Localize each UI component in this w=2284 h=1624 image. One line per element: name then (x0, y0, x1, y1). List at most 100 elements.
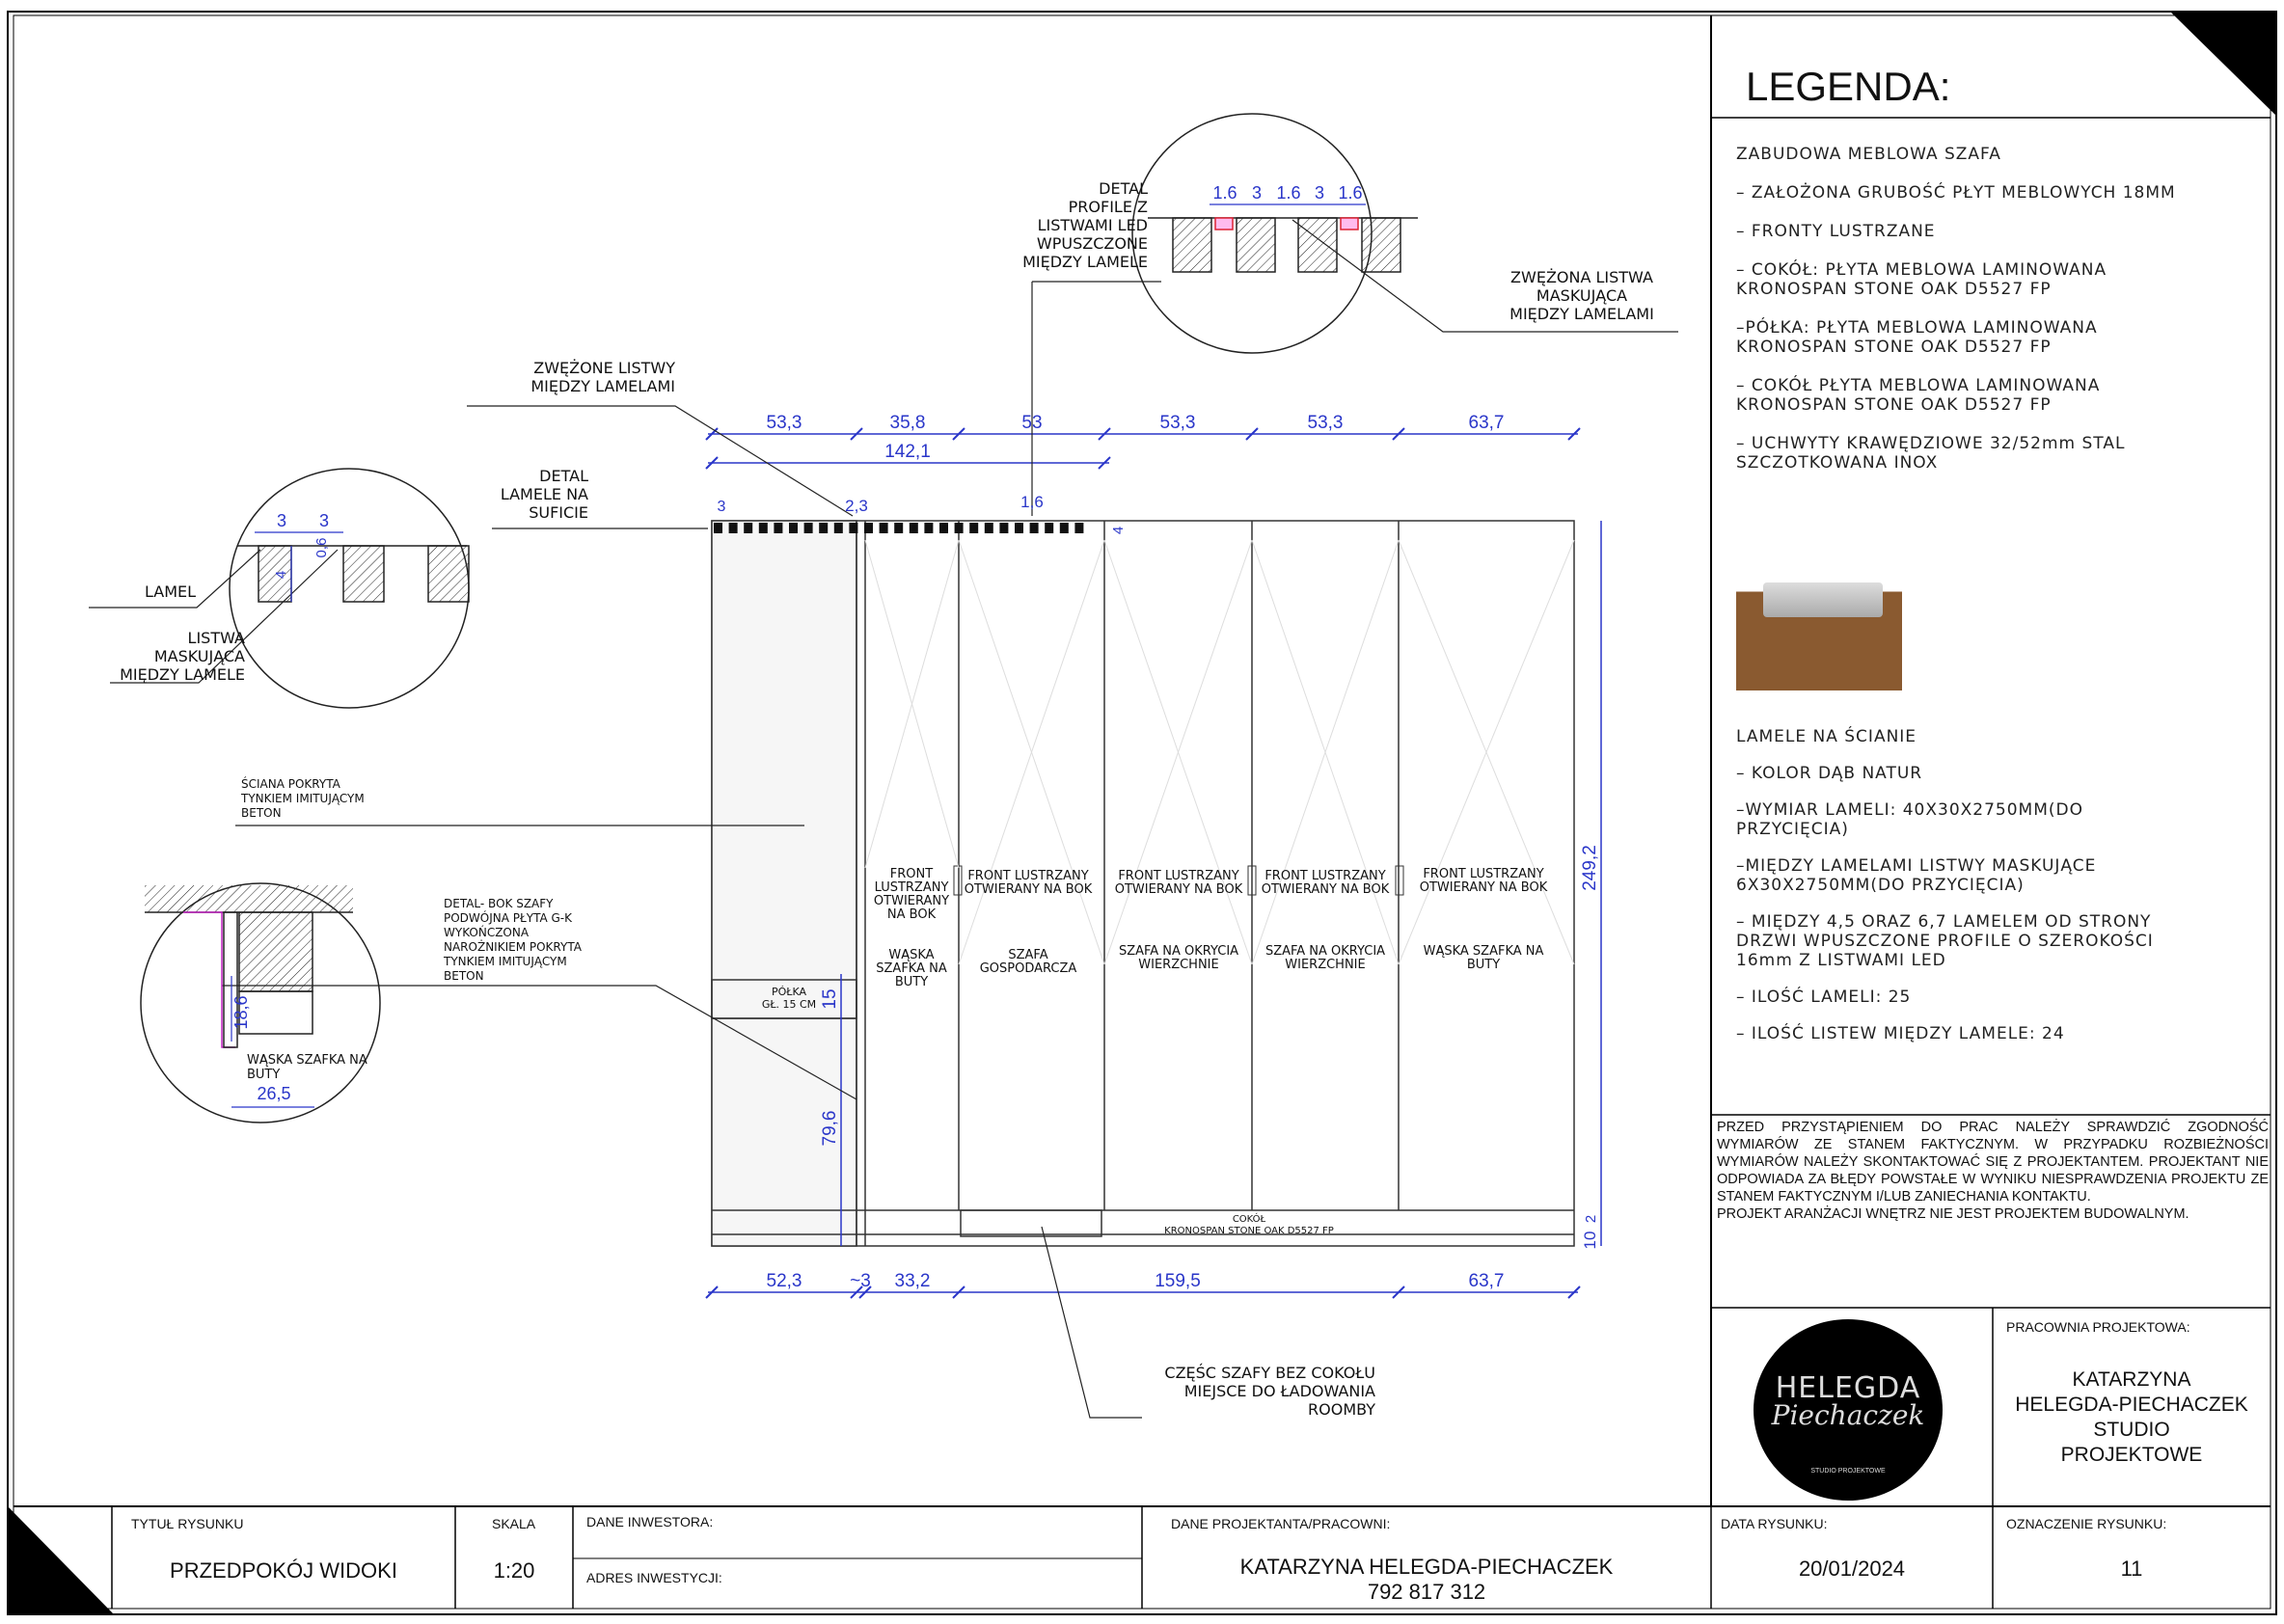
dimension-label: 1.6 (1212, 183, 1237, 203)
legend-item: – COKÓŁ PŁYTA MEBLOWA LAMINOWANA KRONOSP… (1736, 376, 2101, 415)
sheet-border (7, 11, 2277, 1615)
detail-circle-led (1131, 113, 1418, 354)
designer-phone: 792 817 312 (1367, 1580, 1486, 1604)
logo-line2: Piechaczek (1771, 1399, 1925, 1431)
dimension-label: 2 (1583, 1215, 1599, 1223)
lamel (984, 523, 993, 533)
dimension-tick (1098, 427, 1111, 441)
lamel (803, 523, 813, 533)
wardrobe-elevation (711, 520, 1575, 1247)
dimension-tick (850, 1286, 863, 1299)
dimension-tick (1245, 427, 1259, 441)
dimension-label: 159,5 (1155, 1271, 1201, 1291)
dimension-tick (850, 427, 863, 441)
dimension-tick (858, 1286, 872, 1299)
corner-mark-bottom (8, 1506, 114, 1614)
plinth-label: COKÓŁ KRONOSPAN STONE OAK D5527 FP (1164, 1214, 1334, 1236)
date-value: 20/01/2024 (1798, 1556, 1906, 1581)
dimension-label: 4 (1110, 527, 1127, 534)
logo-small: STUDIO PROJEKTOWE (1810, 1468, 1886, 1475)
legend-item: –PÓŁKA: PŁYTA MEBLOWA LAMINOWANA KRONOSP… (1736, 318, 2098, 357)
lamele-item: – MIĘDZY 4,5 ORAZ 6,7 LAMELEM OD STRONY … (1736, 912, 2154, 970)
lamel (1045, 523, 1054, 533)
dimension-label: 53 (1021, 413, 1042, 433)
dimension-label: 1.6 (1338, 183, 1362, 203)
sheet-label: OZNACZENIE RYSUNKU: (2006, 1516, 2167, 1531)
dimension-tick (1392, 427, 1405, 441)
designer-name: KATARZYNA HELEGDA-PIECHACZEK (1239, 1555, 1614, 1579)
logo-line1: HELEGDA (1775, 1371, 1921, 1405)
lamel (924, 523, 934, 533)
lamel (939, 523, 948, 533)
legend-item: – FRONTY LUSTRZANE (1736, 222, 1936, 241)
dimension-label: 53,3 (1308, 413, 1344, 433)
leader-lines (89, 219, 1678, 1419)
dimension-label: 35,8 (890, 413, 926, 433)
dimension-label: 249,2 (1580, 845, 1600, 891)
dimension-tick (705, 456, 719, 470)
callout-zwezona-listwa: ZWĘŻONA LISTWA MASKUJĄCA MIĘDZY LAMELAMI (1509, 268, 1654, 323)
title-label: TYTUŁ RYSUNKU (131, 1516, 244, 1531)
dimension-label: 3 (1252, 183, 1262, 203)
address-label: ADRES INWESTYCJI: (586, 1570, 722, 1585)
dimension-label: 3 (277, 511, 286, 530)
dimension-tick (952, 427, 965, 441)
callout-roomba: CZĘŚC SZAFY BEZ COKOŁU MIEJSCE DO ŁADOWA… (1164, 1364, 1375, 1419)
dimension-label: 26,5 (257, 1084, 290, 1103)
designer-label: DANE PROJEKTANTA/PRACOWNI: (1171, 1516, 1391, 1531)
callout-detal-lamele: DETAL LAMELE NA SUFICIE (500, 467, 588, 522)
lamel (894, 523, 904, 533)
lamel (849, 523, 858, 533)
dimension-label: 3 (319, 511, 329, 530)
lamel (833, 523, 843, 533)
lamele-item: –WYMIAR LAMELI: 40X30X2750MM(DO PRZYCIĘC… (1736, 800, 2083, 839)
date-label: DATA RYSUNKU: (1721, 1516, 1828, 1531)
callout-detal-bok: DETAL- BOK SZAFY PODWÓJNA PŁYTA G-K WYKO… (444, 897, 582, 983)
lamel (758, 523, 768, 533)
detail-circle-wall (140, 882, 381, 1123)
dimension-label: 0,6 (313, 538, 330, 558)
lamel (1074, 523, 1084, 533)
dimension-label: 1,6 (1020, 493, 1044, 511)
lamel (789, 523, 798, 533)
lamel (1059, 523, 1069, 533)
handle-photo (1736, 536, 1902, 690)
dimension-label: 63,7 (1469, 1271, 1505, 1291)
soffit-lamels (714, 523, 1084, 533)
legend-note: PRZED PRZYSTĄPIENIEM DO PRAC NALEŻY SPRA… (1717, 1120, 2269, 1222)
title-value: PRZEDPOKÓJ WIDOKI (170, 1558, 397, 1583)
corner-mark-top (2170, 12, 2276, 116)
lamele-item: – ILOŚĆ LAMELI: 25 (1736, 988, 1912, 1007)
lamel (999, 523, 1009, 533)
lamel (728, 523, 738, 533)
dimension-tick (705, 427, 719, 441)
scale-value: 1:20 (493, 1558, 535, 1583)
lamel (714, 523, 722, 533)
callout-lamel: LAMEL (145, 582, 197, 601)
dimension-tick (1567, 427, 1581, 441)
legend-item: – UCHWYTY KRAWĘDZIOWE 32/52mm STAL SZCZO… (1736, 434, 2126, 473)
dimension-label: 63,7 (1469, 413, 1505, 433)
sheet-value: 11 (2120, 1556, 2143, 1581)
legend-item: – ZAŁOŻONA GRUBOŚĆ PŁYT MEBLOWYCH 18MM (1736, 183, 2176, 203)
dimension-label: 3 (1315, 183, 1324, 203)
dimension-label: 52,3 (767, 1271, 802, 1291)
lamel (954, 523, 964, 533)
callout-listwa-maskujaca: LISTWA MASKUJĄCA MIĘDZY LAMELE (120, 629, 245, 684)
dimension-label: 4 (273, 571, 289, 579)
lamele-item: – KOLOR DĄB NATUR (1736, 764, 1923, 783)
dimension-label: 53,3 (767, 413, 802, 433)
dimension-lines (708, 433, 1602, 1293)
lamel (864, 523, 873, 533)
callout-zwezone-listwy: ZWĘŻONE LISTWY MIĘDZY LAMELAMI (530, 359, 675, 395)
dimension-label: 1.6 (1276, 183, 1300, 203)
lamel (744, 523, 753, 533)
dimension-label: 142,1 (884, 442, 931, 462)
